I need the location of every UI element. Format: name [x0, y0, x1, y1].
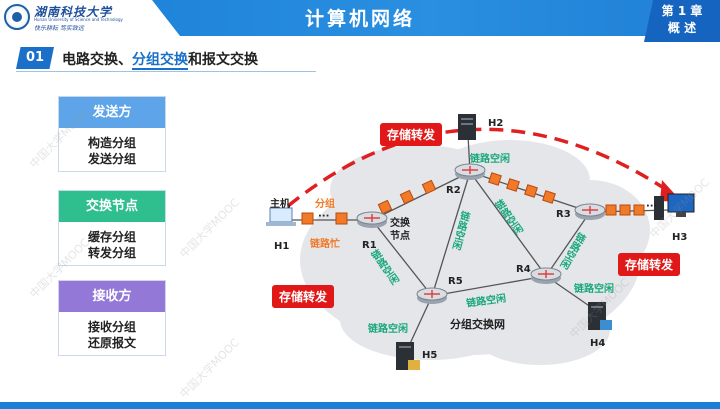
router-r4-label: R4 [516, 264, 531, 275]
desktop-h3-icon [654, 193, 695, 220]
router-icons [356, 163, 606, 304]
packet-switching-diagram: 主机 分组 ··· ··· 链路忙 H1 R1 交换 节点 R2 R3 R4 R… [170, 80, 720, 400]
server-h5-icon [396, 342, 420, 370]
sender-step-1: 构造分组 [87, 136, 136, 150]
router-r5-icon [416, 287, 448, 304]
host-h1-label: H1 [274, 241, 290, 252]
router-r4-icon [530, 267, 562, 284]
receiver-box-body: 接收分组 还原报文 [59, 312, 165, 355]
switch-box-head: 交换节点 [59, 191, 165, 222]
receiver-box-head: 接收方 [59, 281, 165, 312]
footer-bar [0, 402, 720, 409]
host-h5-label: H5 [422, 350, 438, 361]
store-forward-callout-r3: 存储转发 [618, 253, 681, 276]
link-idle-r2-h2: 链路空闲 [470, 154, 510, 165]
laptop-h1-icon [266, 207, 296, 226]
network-label: 分组交换网 [450, 318, 505, 331]
university-seal-icon [4, 4, 30, 30]
sender-box-head: 发送方 [59, 97, 165, 128]
sender-box: 发送方 构造分组 发送分组 [58, 96, 166, 172]
sender-box-body: 构造分组 发送分组 [59, 128, 165, 171]
section-title-pre: 电路交换、 [62, 52, 132, 68]
host-h2-label: H2 [488, 118, 504, 129]
store-forward-callout-r1: 存储转发 [272, 285, 335, 308]
university-name: 湖南科技大学 [34, 5, 113, 19]
logo: 湖南科技大学 Hunan University of Science and T… [0, 0, 150, 36]
university-name-en: Hunan University of Science and Technolo… [34, 17, 123, 22]
server-h4-icon [588, 302, 612, 330]
section-title-post: 和报文交换 [188, 52, 258, 68]
switch-step-1: 缓存分组 [87, 230, 136, 244]
host-h4-label: H4 [590, 338, 606, 349]
section-title-highlight: 分组交换 [132, 52, 188, 70]
receiver-step-1: 接收分组 [87, 320, 136, 334]
switch-node-label-1: 交换 [390, 218, 410, 229]
router-r5-label: R5 [448, 276, 463, 287]
host-h3-label: H3 [672, 232, 688, 243]
sender-step-2: 发送分组 [87, 152, 136, 166]
router-r3-icon [574, 203, 606, 220]
network-graphic [266, 114, 695, 370]
page-title: 计算机网络 [304, 8, 415, 30]
switch-node-label: 交换 节点 [390, 217, 410, 243]
link-idle-r5-h5: 链路空闲 [368, 324, 408, 335]
university-motto: 快乐耕耘 笃实致远 [34, 25, 84, 32]
switch-box-body: 缓存分组 转发分组 [59, 222, 165, 265]
packet-label: 分组 [315, 199, 335, 210]
switch-box: 交换节点 缓存分组 转发分组 [58, 190, 166, 266]
receiver-box: 接收方 接收分组 还原报文 [58, 280, 166, 356]
chapter-name: 概 述 [667, 21, 697, 35]
section-number: 01 [16, 47, 54, 69]
chapter-number: 第 1 章 [661, 4, 703, 18]
link-idle-r4-h4: 链路空闲 [574, 284, 614, 295]
router-r3-label: R3 [556, 209, 571, 220]
router-r2-label: R2 [446, 185, 461, 196]
receiver-step-2: 还原报文 [87, 336, 136, 350]
store-forward-callout-r2: 存储转发 [380, 123, 443, 146]
section-divider [16, 71, 316, 72]
switch-step-2: 转发分组 [87, 246, 136, 260]
router-r2-icon [454, 163, 486, 180]
router-r1-icon [356, 211, 388, 228]
switch-node-label-2: 节点 [390, 231, 410, 242]
section-title: 电路交换、分组交换和报文交换 [62, 49, 258, 70]
router-r1-label: R1 [362, 240, 377, 251]
link-busy-label: 链路忙 [310, 239, 340, 250]
host-label: 主机 [270, 199, 290, 210]
chapter-badge: 第 1 章 概 述 [644, 0, 720, 42]
ellipsis-r3-h3: ··· [646, 201, 658, 212]
ellipsis-h1-r1: ··· [318, 211, 330, 222]
server-h2-icon [458, 114, 476, 140]
